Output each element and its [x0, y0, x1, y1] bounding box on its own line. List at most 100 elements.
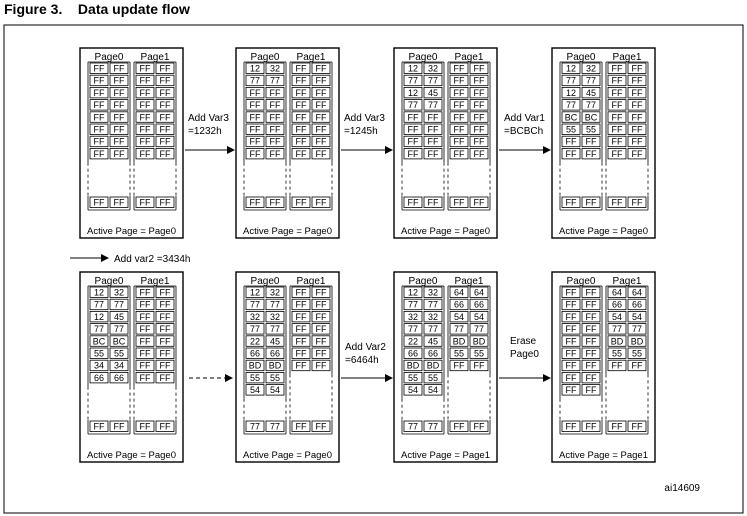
page1-cell-value: FF [140, 373, 151, 383]
page0-cell-value: 32 [270, 64, 280, 74]
page0-cell [423, 99, 443, 111]
page0-cell-value: 32 [408, 312, 418, 322]
page0-cell [89, 87, 109, 99]
page0-cell-value: 66 [114, 373, 124, 383]
page0-cell [561, 74, 581, 87]
page1-cell-value: FF [454, 361, 465, 371]
page0-cell-value: 34 [94, 361, 104, 371]
page1-cell-value: FF [296, 76, 307, 86]
page0-cell-value: FF [566, 373, 577, 383]
page0-header: Page0 [95, 276, 124, 287]
page0-last-cell [89, 196, 109, 208]
page0-header: Page0 [567, 52, 596, 63]
page1-cell-value: FF [632, 100, 643, 110]
page0-cell-value: FF [114, 88, 125, 98]
page1-cell [469, 99, 489, 111]
figure-number: Figure 3. [4, 1, 63, 17]
page1-cell-value: 77 [612, 324, 622, 334]
page1-last-cell [291, 196, 311, 208]
page0-cell-value: 32 [250, 312, 260, 322]
page1-cell-value: FF [612, 112, 623, 122]
transition-label: Add Var1 [504, 113, 545, 124]
page0-cell-value: 34 [114, 361, 124, 371]
page1-last-cell-value: FF [612, 198, 623, 208]
page0-last-cell-value: FF [408, 198, 419, 208]
page0-last-cell [89, 420, 109, 432]
page0-cell-value: BC [93, 336, 106, 346]
active-page-label: Active Page = Page0 [87, 226, 176, 237]
page1-cell [291, 310, 311, 323]
page0-last-cell-value: FF [114, 422, 125, 432]
page1-cell-value: FF [296, 324, 307, 334]
page1-cell-value: FF [632, 361, 643, 371]
page0-cell-value: FF [566, 288, 577, 298]
page1-cell-value: FF [316, 361, 327, 371]
page0-cell-value: FF [566, 312, 577, 322]
page0-last-cell-value: 77 [428, 422, 438, 432]
page0-cell-value: 55 [270, 373, 280, 383]
page1-cell-value: 64 [612, 288, 622, 298]
page0-cell [423, 310, 443, 323]
page0-cell [561, 147, 581, 160]
page0-cell [423, 371, 443, 384]
page1-cell [291, 323, 311, 335]
page1-cell [311, 99, 331, 111]
page0-cell-value: 77 [114, 300, 124, 310]
page0-cell [245, 359, 265, 372]
page1-cell [155, 298, 175, 311]
transition-value: =1232h [188, 126, 222, 137]
page0-cell-value: FF [270, 112, 281, 122]
page1-cell [135, 147, 155, 160]
page0-last-cell-value: FF [94, 422, 105, 432]
page1-cell [469, 111, 489, 123]
page0-cell-value: FF [408, 112, 419, 122]
page1-cell-value: FF [140, 149, 151, 159]
page1-cell [449, 99, 469, 111]
page0-cell-value: FF [250, 112, 261, 122]
page1-cell [311, 135, 331, 148]
page1-cell [311, 62, 331, 74]
active-page-label: Active Page = Page0 [559, 226, 648, 237]
page0-header: Page0 [95, 52, 124, 63]
page0-cell-value: FF [270, 100, 281, 110]
page0-cell [423, 87, 443, 99]
page1-cell-value: FF [296, 361, 307, 371]
page1-cell-value: FF [316, 137, 327, 147]
page1-cell [155, 135, 175, 148]
page0-cell [89, 347, 109, 359]
page0-cell [581, 347, 601, 359]
page1-cell [291, 347, 311, 359]
page1-cell [291, 298, 311, 311]
page1-cell [469, 147, 489, 160]
page1-cell-value: 64 [632, 288, 642, 298]
page0-cell [245, 99, 265, 111]
page0-cell [89, 310, 109, 323]
page1-cell [607, 359, 627, 372]
page0-cell [403, 62, 423, 74]
page0-cell-value: BD [249, 361, 262, 371]
page1-cell [627, 298, 647, 311]
page0-cell-value: 77 [586, 100, 596, 110]
page0-cell [403, 335, 423, 347]
page0-cell-value: 55 [408, 373, 418, 383]
page0-cell [245, 298, 265, 311]
page1-cell [155, 347, 175, 359]
page1-cell [311, 111, 331, 123]
page0-cell [581, 111, 601, 123]
page0-cell-value: BC [565, 112, 578, 122]
page1-last-cell-value: FF [612, 422, 623, 432]
page0-cell [89, 123, 109, 135]
page0-cell-value: FF [586, 312, 597, 322]
page0-cell-value: FF [586, 336, 597, 346]
page0-cell-value: FF [566, 385, 577, 395]
page1-last-cell-value: FF [160, 198, 171, 208]
page1-last-cell-value: FF [296, 422, 307, 432]
page1-cell-value: FF [296, 300, 307, 310]
page0-cell [109, 347, 129, 359]
page1-cell-value: FF [160, 336, 171, 346]
page0-cell [245, 286, 265, 298]
page1-cell [627, 111, 647, 123]
